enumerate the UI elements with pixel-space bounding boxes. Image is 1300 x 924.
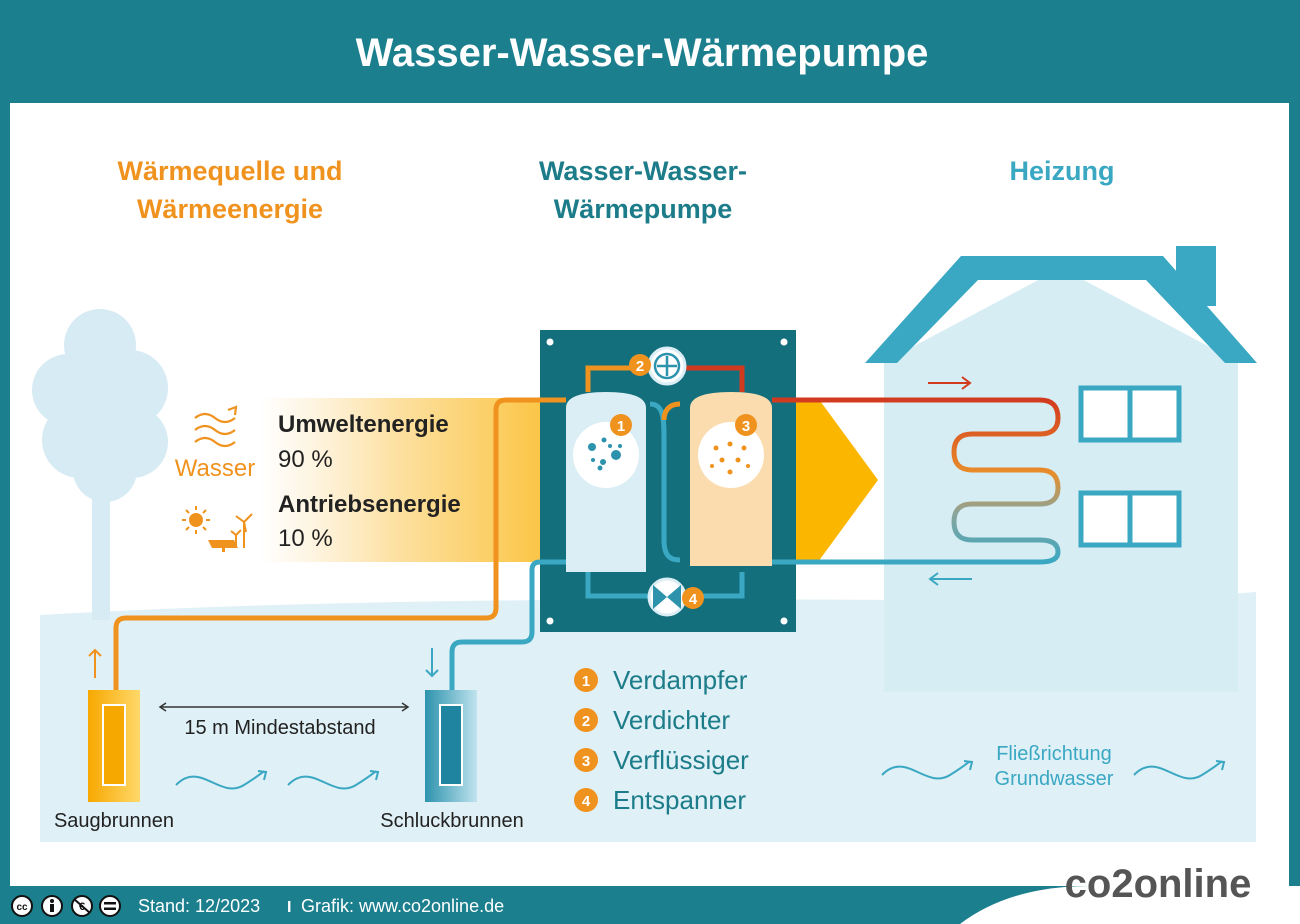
source-heading-line2: Wärmeenergie — [137, 194, 323, 224]
expansion-valve-icon — [647, 577, 687, 617]
suction-well — [88, 690, 140, 802]
footer-logo-area — [960, 886, 1300, 924]
heating-coil — [772, 397, 1061, 565]
co2online-logo: co2online — [1065, 862, 1252, 906]
tree-icon — [32, 309, 168, 620]
condenser-window — [698, 422, 764, 488]
refrigerant-pipe-mid — [649, 401, 681, 563]
injection-well — [425, 690, 477, 802]
drive-energy-value: 10 % — [278, 525, 333, 552]
svg-text:2: 2 — [582, 713, 590, 730]
legend-item-verfluessiger: 3 Verflüssiger — [574, 745, 749, 775]
house — [865, 246, 1257, 692]
svg-text:1: 1 — [617, 418, 625, 435]
droplets-icon — [710, 441, 750, 475]
supply-pipe — [113, 397, 566, 700]
legend: 1 Verdampfer 2 Verdichter 3 Verflüssiger… — [574, 665, 749, 815]
up-arrow-icon — [88, 648, 102, 678]
refrigerant-pipe-top-left — [585, 365, 650, 392]
footer-credit: Grafik: www.co2online.de — [301, 896, 504, 916]
env-energy-value: 90 % — [278, 446, 333, 473]
energy-band — [260, 398, 550, 562]
injection-well-label: Schluckbrunnen — [380, 810, 523, 832]
sun-icon — [182, 506, 210, 534]
water-label: Wasser — [175, 455, 255, 482]
refrigerant-pipe-top-right — [684, 365, 745, 392]
groundwater-wave-icons — [175, 760, 1226, 790]
legend-item-verdampfer: 1 Verdampfer — [574, 665, 748, 695]
evaporator-window — [573, 422, 639, 488]
footer-stand: Stand: 12/2023 — [138, 896, 260, 916]
page-title: Wasser-Wasser-Wärmepumpe — [356, 31, 929, 75]
by-icon — [41, 895, 63, 917]
heating-heading: Heizung — [1010, 156, 1115, 186]
pump-heading-line1: Wasser-Wasser- — [539, 156, 747, 186]
source-heading-line1: Wärmequelle und — [117, 156, 342, 186]
svg-text:4: 4 — [689, 591, 698, 608]
legend-item-verdichter: 2 Verdichter — [574, 705, 730, 735]
distance-arrow-icon — [158, 702, 410, 712]
env-energy-title: Umweltenergie — [278, 411, 449, 438]
refrigerant-pipe-bottom-left — [585, 572, 650, 599]
badge-3: 3 — [735, 414, 757, 436]
logo-tab — [950, 860, 1289, 886]
vapor-bubbles-icon — [588, 437, 622, 471]
nd-icon — [99, 895, 121, 917]
svg-text:Verdichter: Verdichter — [613, 705, 730, 735]
svg-text:cc: cc — [16, 902, 28, 913]
compressor-icon — [647, 346, 687, 386]
svg-text:2: 2 — [636, 358, 644, 375]
svg-text:3: 3 — [582, 753, 590, 770]
return-pipe — [449, 559, 566, 700]
badge-2: 2 — [629, 354, 651, 376]
heat-arrow — [790, 398, 878, 562]
window-lower — [1078, 490, 1182, 548]
panel-screws — [546, 338, 788, 625]
solar-panel-icon — [208, 540, 238, 552]
svg-text:4: 4 — [582, 793, 591, 810]
distance-label: 15 m Mindestabstand — [184, 717, 375, 739]
water-waves-icon — [194, 405, 238, 448]
cc-icon: cc — [11, 895, 33, 917]
svg-text:Verflüssiger: Verflüssiger — [613, 745, 749, 775]
svg-text:1: 1 — [582, 673, 590, 690]
svg-text:Entspanner: Entspanner — [613, 785, 746, 815]
badge-4: 4 — [682, 587, 704, 609]
pump-heading-line2: Wärmepumpe — [554, 194, 733, 224]
groundwater-label-line2: Grundwasser — [995, 768, 1114, 790]
groundwater-label-line1: Fließrichtung — [996, 743, 1112, 765]
roof — [865, 256, 1257, 363]
drive-energy-title: Antriebsenergie — [278, 491, 461, 518]
svg-text:3: 3 — [742, 418, 750, 435]
footer-separator: I — [287, 899, 291, 916]
flow-arrow-left-icon — [928, 572, 972, 586]
window-upper — [1078, 385, 1182, 443]
down-arrow-icon — [425, 648, 439, 678]
nc-icon: € — [71, 895, 93, 917]
wind-turbine-icon — [230, 513, 253, 548]
flow-arrow-right-icon — [928, 376, 972, 390]
svg-text:Verdampfer: Verdampfer — [613, 665, 748, 695]
badge-1: 1 — [610, 414, 632, 436]
legend-item-entspanner: 4 Entspanner — [574, 785, 746, 815]
suction-well-label: Saugbrunnen — [54, 810, 174, 832]
cc-license-icons: cc € — [11, 895, 121, 917]
